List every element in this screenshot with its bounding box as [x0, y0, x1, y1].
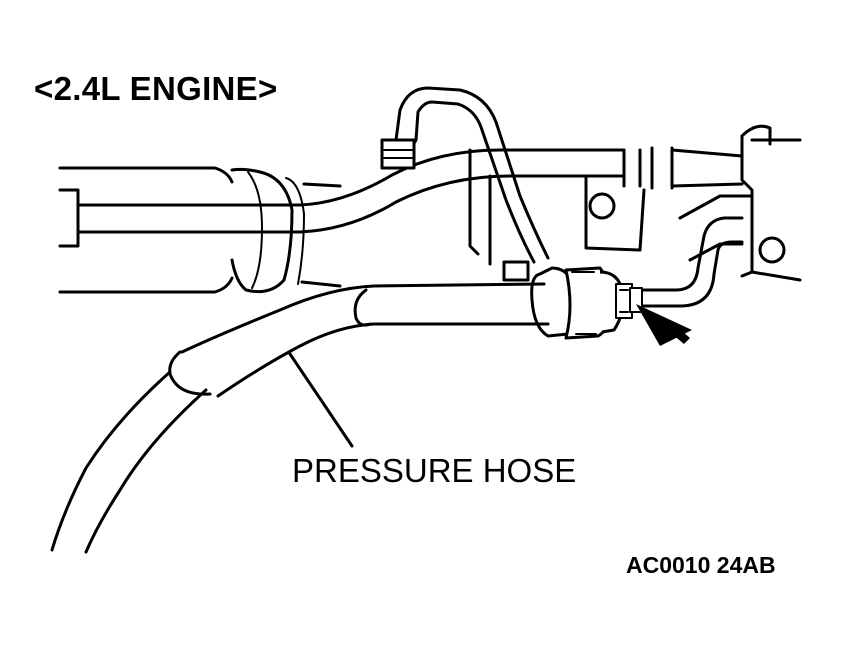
transfer-tube: [76, 146, 744, 234]
pressure-hose-label: PRESSURE HOSE: [292, 452, 577, 489]
hose-fitting: [502, 260, 643, 340]
callout-leader: [288, 352, 354, 448]
arrow-pointer-icon: [636, 304, 692, 346]
return-tube: [380, 86, 550, 264]
valve-body: [468, 124, 802, 282]
steering-gear-housing: [58, 166, 342, 294]
right-tube: [638, 216, 744, 308]
diagram-title: <2.4L ENGINE>: [34, 70, 278, 107]
pressure-hose: [50, 282, 550, 554]
figure-code: AC0010 24AB: [626, 552, 776, 578]
